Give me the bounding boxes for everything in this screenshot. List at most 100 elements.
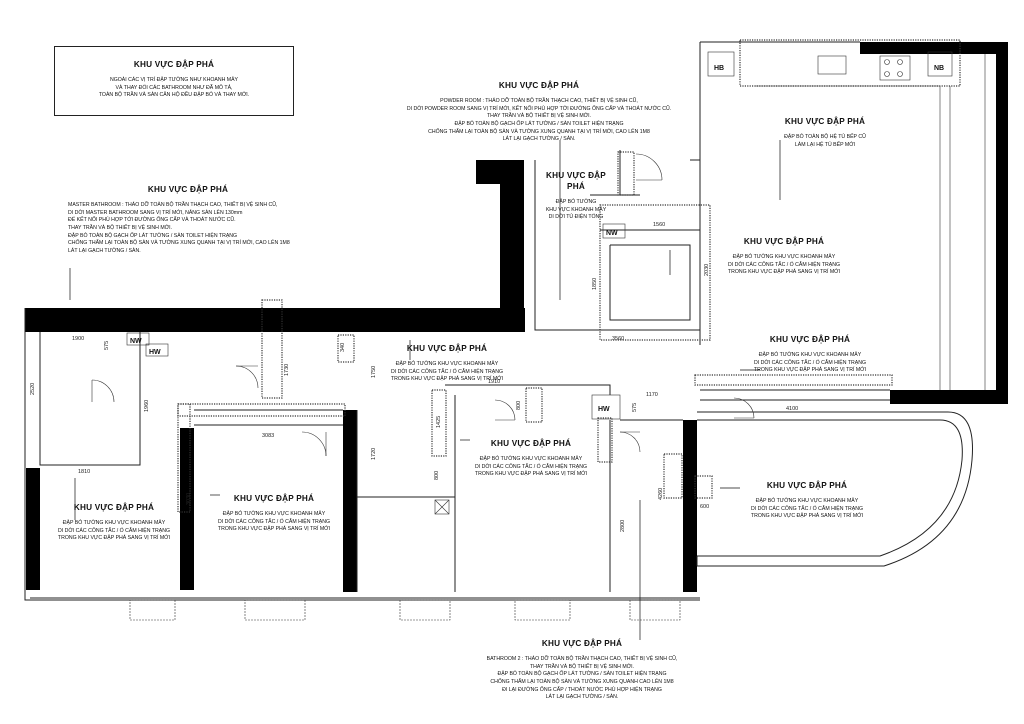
dim-1560: 1560 <box>653 222 665 228</box>
note-general-body: NGOÀI CÁC VỊ TRÍ ĐẬP TƯỜNG NHƯ KHOANH MÂ… <box>98 77 250 99</box>
note-kitchen-title: KHU VỰC ĐẬP PHÁ <box>784 116 866 126</box>
dim-2800: 2800 <box>620 520 626 532</box>
note-master-title: KHU VỰC ĐẬP PHÁ <box>147 184 229 194</box>
note-nw-wall-title: KHU VỰC ĐẬP PHÁ <box>743 236 825 246</box>
dim-1900: 1900 <box>72 336 84 342</box>
wall-main-horizontal <box>25 308 525 332</box>
cloud-bed-divider <box>261 299 283 399</box>
note-living2-title: KHU VỰC ĐẬP PHÁ <box>766 480 848 490</box>
demolition-clouds <box>177 39 961 513</box>
note-powder-body: POWDER ROOM : THÁO DỠ TOÀN BỘ TRẦN THẠCH… <box>406 98 672 143</box>
note-nw-wall-body: ĐẬP BỎ TƯỜNG KHU VỰC KHOANH MÂY DI DỜI C… <box>727 254 841 276</box>
dim-1850: 1850 <box>592 278 598 290</box>
note-living: KHU VỰC ĐẬP PHÁ ĐẬP BỎ TƯỜNG KHU VỰC KHO… <box>740 326 880 375</box>
outlines <box>24 41 986 621</box>
note-kitchen: KHU VỰC ĐẬP PHÁ ĐẬP BỎ TOÀN BỘ HỆ TỦ BẾP… <box>770 108 880 149</box>
note-powder: KHU VỰC ĐẬP PHÁ POWDER ROOM : THÁO DỠ TO… <box>404 72 674 144</box>
note-master: KHU VỰC ĐẬP PHÁ MASTER BATHROOM : THÁO D… <box>68 176 308 255</box>
note-bath2-title: KHU VỰC ĐẬP PHÁ <box>541 638 623 648</box>
cloud-corridor <box>337 334 355 363</box>
label-hb: HB <box>714 65 724 72</box>
cloud-bed2-left <box>177 403 191 513</box>
dim-1750: 1750 <box>371 366 377 378</box>
dim-2520: 2520 <box>30 383 36 395</box>
wall-living-top <box>890 390 1008 404</box>
note-living2-body: ĐẬP BỎ TƯỜNG KHU VỰC KHOANH MÂY DI DỜI C… <box>750 498 864 520</box>
label-hw-1: HW <box>149 349 161 356</box>
dim-1810: 1810 <box>78 469 90 475</box>
note-corridor-title: KHU VỰC ĐẬP PHÁ <box>406 343 488 353</box>
wall-bath2-right <box>683 420 697 592</box>
walls <box>25 42 1008 592</box>
cloud-living-right <box>694 475 713 499</box>
note-bed1-title: KHU VỰC ĐẬP PHÁ <box>73 502 155 512</box>
note-nw-wall: KHU VỰC ĐẬP PHÁ ĐẬP BỎ TƯỜNG KHU VỰC KHO… <box>724 228 844 277</box>
label-hw-2: HW <box>598 406 610 413</box>
dimensions: 1900 575 2520 1960 1810 1750 1720 3083 3… <box>30 222 798 532</box>
cloud-bed3-mid <box>525 387 543 423</box>
note-bath2: KHU VỰC ĐẬP PHÁ BATHROOM 2 : THÁO DỠ TOÀ… <box>462 630 702 702</box>
note-bath2-body: BATHROOM 2 : THÁO DỠ TOÀN BỘ TRẦN THẠCH … <box>486 656 678 701</box>
label-nw-1: NW <box>130 338 142 345</box>
doors <box>91 153 755 457</box>
dim-1910: 1910 <box>488 379 500 385</box>
dim-575-b: 575 <box>632 403 638 412</box>
wall-kitchen-top <box>860 42 1008 54</box>
wall-bed1-right <box>180 428 194 590</box>
note-bed1-body: ĐẬP BỎ TƯỜNG KHU VỰC KHOANH MÂY DI DỜI C… <box>57 520 171 542</box>
dim-1960: 1960 <box>144 400 150 412</box>
note-master-body: MASTER BATHROOM : THÁO DỠ TOÀN BỘ TRẦN T… <box>68 202 290 254</box>
dim-1425: 1425 <box>436 416 442 428</box>
note-general-title: KHU VỰC ĐẬP PHÁ <box>133 59 215 69</box>
cloud-bed2-top <box>177 403 346 417</box>
wall-bed1-left <box>26 468 40 590</box>
cloud-bed3-left <box>431 389 447 457</box>
note-bed3: KHU VỰC ĐẬP PHÁ ĐẬP BỎ TƯỜNG KHU VỰC KHO… <box>466 430 596 479</box>
dim-3083: 3083 <box>262 433 274 439</box>
note-fridge-body: ĐẬP BỎ TƯỜNG KHU VỰC KHOANH MÂY DI DỜI T… <box>545 199 607 221</box>
dim-800-a: 800 <box>516 401 522 410</box>
dim-2030: 2030 <box>704 264 710 276</box>
dim-1720: 1720 <box>371 448 377 460</box>
note-bed2-title: KHU VỰC ĐẬP PHÁ <box>233 493 315 503</box>
note-kitchen-body: ĐẬP BỎ TOÀN BỘ HỆ TỦ BẾP CŨ LÀM LẠI HỆ T… <box>784 134 866 148</box>
cloud-bath2 <box>597 417 613 463</box>
note-corridor: KHU VỰC ĐẬP PHÁ ĐẬP BỎ TƯỜNG KHU VỰC KHO… <box>382 335 512 384</box>
drain-icon <box>434 499 450 515</box>
cloud-bath2-right <box>663 453 683 499</box>
dim-575: 575 <box>104 341 110 350</box>
label-nb: NB <box>934 65 944 72</box>
note-general: KHU VỰC ĐẬP PHÁ NGOÀI CÁC VỊ TRÍ ĐẬP TƯỜ… <box>54 46 294 116</box>
fixture-labels: HB NB NW HW NW HW <box>126 65 944 515</box>
note-bed3-body: ĐẬP BỎ TƯỜNG KHU VỰC KHOANH MÂY DI DỜI C… <box>474 456 588 478</box>
note-fridge: KHU VỰC ĐẬP PHÁ ĐẬP BỎ TƯỜNG KHU VỰC KHO… <box>536 162 616 222</box>
cloud-living-top <box>694 374 893 386</box>
dim-340: 340 <box>340 343 346 352</box>
label-nw-2: NW <box>606 230 618 237</box>
dim-800-b: 800 <box>434 471 440 480</box>
dim-4100: 4100 <box>786 406 798 412</box>
note-living2: KHU VỰC ĐẬP PHÁ ĐẬP BỎ TƯỜNG KHU VỰC KHO… <box>742 472 872 521</box>
dim-1730: 1730 <box>284 364 290 376</box>
wall-center-cap <box>476 160 524 184</box>
note-living-title: KHU VỰC ĐẬP PHÁ <box>769 334 851 344</box>
note-bed3-title: KHU VỰC ĐẬP PHÁ <box>490 438 572 448</box>
dim-3560: 3560 <box>612 336 624 342</box>
cloud-nw-room <box>599 204 711 341</box>
wall-right <box>996 42 1008 402</box>
dim-600: 600 <box>700 504 709 510</box>
wall-bed2-right <box>343 410 357 592</box>
note-bed1: KHU VỰC ĐẬP PHÁ ĐẬP BỎ TƯỜNG KHU VỰC KHO… <box>54 494 174 543</box>
note-bed2: KHU VỰC ĐẬP PHÁ ĐẬP BỎ TƯỜNG KHU VỰC KHO… <box>214 485 334 534</box>
dim-4260: 4260 <box>658 488 664 500</box>
cloud-kitchen <box>739 39 961 87</box>
dim-3030: 3030 <box>186 493 192 505</box>
leaders <box>69 140 781 640</box>
note-corridor-body: ĐẬP BỎ TƯỜNG KHU VỰC KHOANH MÂY DI DỜI C… <box>390 361 504 383</box>
cloud-fridge <box>617 151 635 196</box>
note-living-body: ĐẬP BỎ TƯỜNG KHU VỰC KHOANH MÂY DI DỜI C… <box>753 352 867 374</box>
dim-1170: 1170 <box>646 392 658 398</box>
note-bed2-body: ĐẬP BỎ TƯỜNG KHU VỰC KHOANH MÂY DI DỜI C… <box>217 511 331 533</box>
note-powder-title: KHU VỰC ĐẬP PHÁ <box>498 80 580 90</box>
